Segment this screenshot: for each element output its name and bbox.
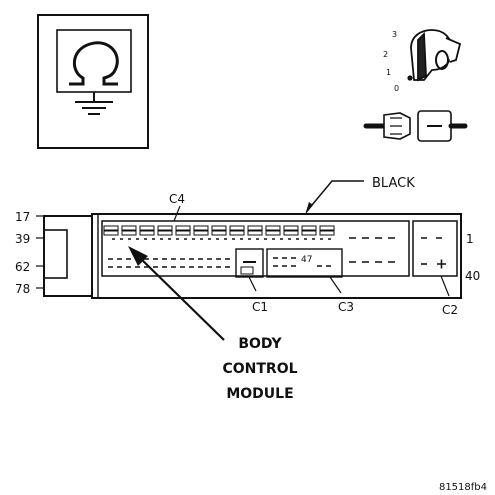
label-c1: C1 <box>252 300 268 314</box>
black-arrow <box>305 180 364 215</box>
ohmmeter-ground-symbol <box>37 14 149 149</box>
module-housing <box>36 213 462 299</box>
right-terminals <box>349 237 395 263</box>
label-black: BLACK <box>372 176 415 191</box>
ignition-position-2: 2 <box>383 50 388 59</box>
module-name-line-3: MODULE <box>226 386 293 402</box>
pin-39: 39 <box>15 232 30 246</box>
pin-47: 47 <box>301 255 312 265</box>
ignition-position-0: 0 <box>394 84 399 93</box>
c2-leader <box>440 275 450 297</box>
connector-c3 <box>266 248 343 278</box>
label-c2: C2 <box>442 303 458 317</box>
ignition-position-3: 3 <box>392 30 397 39</box>
module-name-line-2: CONTROL <box>222 361 297 377</box>
pin-1: 1 <box>466 232 474 246</box>
connector-c1 <box>235 248 264 278</box>
label-c4: C4 <box>169 192 185 206</box>
figure-id: 81518fb4 <box>439 482 487 493</box>
pin-78: 78 <box>15 282 30 296</box>
module-arrow <box>128 246 225 341</box>
module-name-line-1: BODY <box>238 336 282 352</box>
pin-17: 17 <box>15 210 30 224</box>
disconnect-connector-icon <box>363 110 468 142</box>
label-c3: C3 <box>338 300 354 314</box>
c3-leader <box>329 276 342 294</box>
c4-top-row-terminals <box>103 225 335 236</box>
ignition-position-1: 1 <box>386 68 391 77</box>
ignition-key-icon <box>407 29 462 82</box>
pin-62: 62 <box>15 260 30 274</box>
connector-c2 <box>421 237 446 269</box>
c1-leader <box>248 276 257 292</box>
pin-40: 40 <box>465 269 480 283</box>
